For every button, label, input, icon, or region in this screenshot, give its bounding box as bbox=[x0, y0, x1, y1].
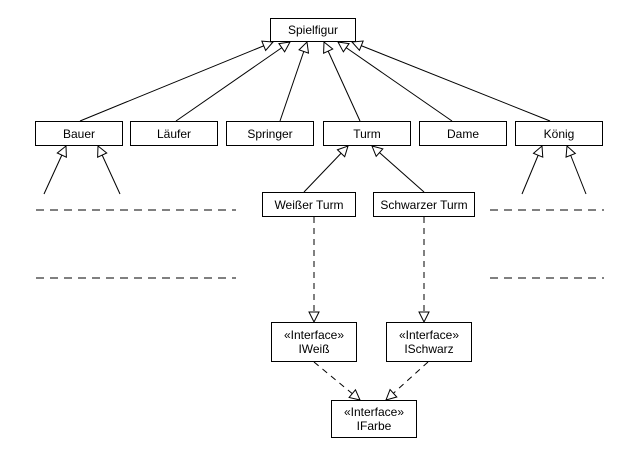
class-label: Bauer bbox=[62, 126, 96, 141]
class-springer[interactable]: Springer bbox=[226, 121, 314, 146]
class-weisser-turm[interactable]: Weißer Turm bbox=[262, 192, 356, 217]
edge-bauer-sub-left bbox=[43, 146, 66, 195]
class-turm[interactable]: Turm bbox=[323, 121, 411, 146]
edge-bauer-sub-right bbox=[98, 146, 121, 195]
edge-schwarzer-turm-to-turm bbox=[372, 146, 425, 193]
interface-iweiss[interactable]: «Interface» IWeiß bbox=[271, 322, 357, 362]
edge-bauer-to-spielfigur bbox=[79, 42, 273, 122]
interface-ischwarz[interactable]: «Interface» ISchwarz bbox=[386, 322, 472, 362]
class-schwarzer-turm[interactable]: Schwarzer Turm bbox=[373, 192, 475, 217]
edge-koenig-to-spielfigur bbox=[352, 42, 551, 122]
class-bauer[interactable]: Bauer bbox=[35, 121, 123, 146]
class-laeufer[interactable]: Läufer bbox=[130, 121, 218, 146]
stereotype-label: «Interface» bbox=[283, 328, 345, 342]
edge-koenig-sub-right bbox=[567, 146, 587, 195]
class-dame[interactable]: Dame bbox=[419, 121, 507, 146]
class-label: Dame bbox=[446, 126, 479, 141]
edge-ischwarz-to-ifarbe bbox=[386, 361, 429, 400]
class-label: Weißer Turm bbox=[274, 197, 344, 212]
interface-ifarbe[interactable]: «Interface» IFarbe bbox=[331, 400, 417, 438]
interface-label: ISchwarz bbox=[404, 342, 454, 356]
class-koenig[interactable]: König bbox=[515, 121, 603, 146]
class-label: Schwarzer Turm bbox=[380, 197, 468, 212]
class-label: König bbox=[543, 126, 575, 141]
edge-springer-to-spielfigur bbox=[279, 42, 307, 122]
interface-label: IFarbe bbox=[356, 419, 392, 433]
edge-turm-to-spielfigur bbox=[324, 42, 361, 122]
interface-label: IWeiß bbox=[298, 342, 330, 356]
class-label: Läufer bbox=[156, 126, 192, 141]
edge-weisser-turm-to-turm bbox=[303, 146, 348, 193]
edge-laeufer-to-spielfigur bbox=[175, 42, 290, 122]
stereotype-label: «Interface» bbox=[343, 405, 405, 419]
stereotype-label: «Interface» bbox=[398, 328, 460, 342]
class-label: Spielfigur bbox=[287, 23, 339, 37]
class-label: Springer bbox=[247, 126, 293, 141]
edge-koenig-sub-left bbox=[521, 146, 542, 195]
class-spielfigur[interactable]: Spielfigur bbox=[270, 18, 356, 42]
edge-iweiss-to-ifarbe bbox=[313, 361, 360, 400]
edge-dame-to-spielfigur bbox=[338, 42, 453, 122]
class-label: Turm bbox=[353, 126, 381, 141]
